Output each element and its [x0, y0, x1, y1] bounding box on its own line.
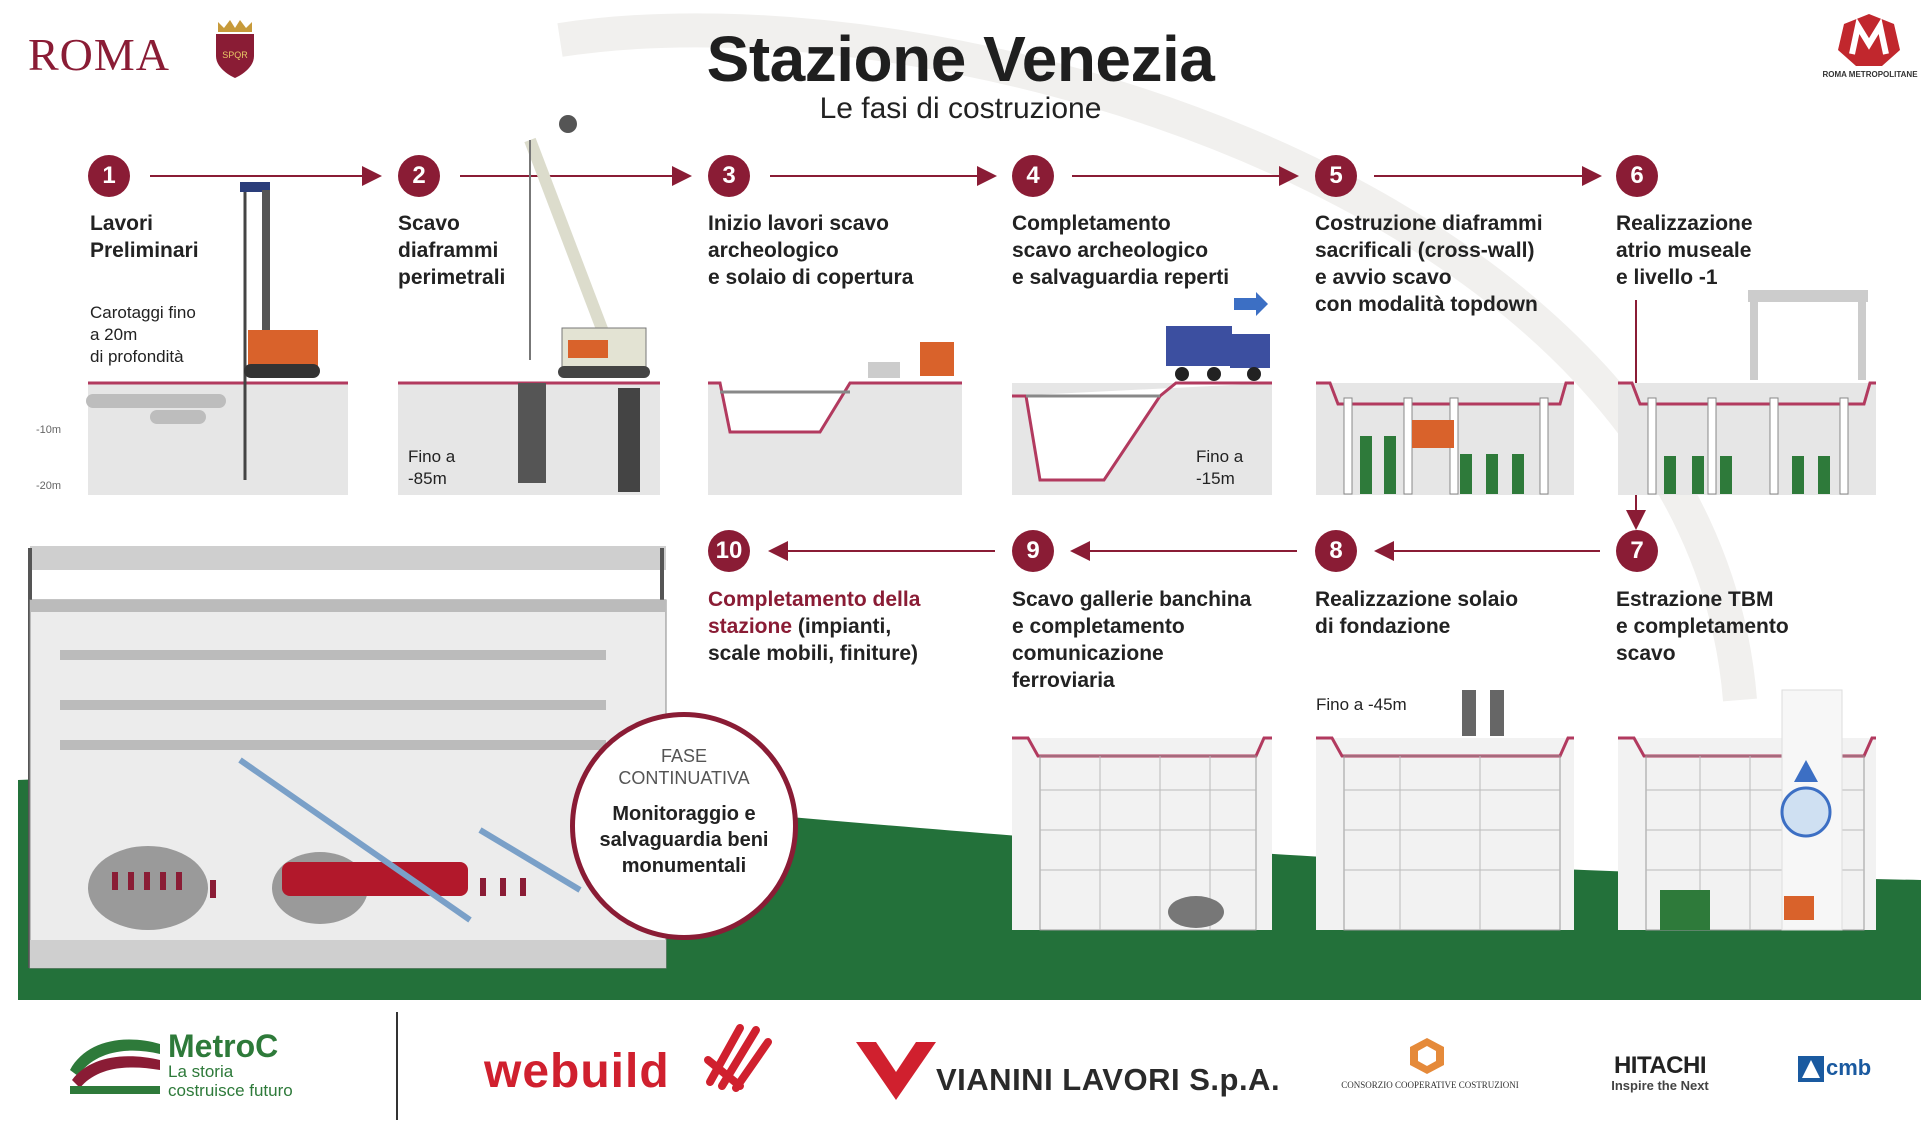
step-number-5: 5: [1315, 155, 1357, 197]
cmb-mark-icon: [1798, 1056, 1824, 1082]
cmb-logo-text: cmb: [1826, 1055, 1872, 1080]
step-label-1: Lavori Preliminari: [90, 212, 199, 262]
page-title: Stazione Venezia: [706, 23, 1215, 95]
vianini-logo-text: VIANINI LAVORI S.p.A.: [936, 1062, 1281, 1097]
roma-crest-icon: SPQR: [216, 20, 254, 78]
step-number-6: 6: [1616, 155, 1658, 197]
step-label-2: Scavo diaframmi perimetrali: [398, 212, 506, 289]
step-note-4: Fino a -15m: [1196, 447, 1244, 488]
svg-text:SPQR: SPQR: [222, 50, 248, 60]
step-label-10-accent: Completamento della stazione: [708, 588, 921, 638]
step-number-1: 1: [88, 155, 130, 197]
vianini-mark-icon: [856, 1042, 936, 1100]
metroc-logo-icon: [70, 1039, 160, 1094]
roma-metropolitane-text: ROMA METROPOLITANE: [1822, 70, 1918, 79]
step-number-4: 4: [1012, 155, 1054, 197]
consorzio-mark-icon: [1410, 1038, 1444, 1074]
metroc-name: MetroC: [168, 1028, 279, 1064]
step-label-9: Scavo gallerie banchina e completamento …: [1012, 588, 1252, 692]
step-number-2: 2: [398, 155, 440, 197]
hitachi-logo-text: HITACHI: [1613, 1052, 1707, 1079]
webuild-mark-icon: [704, 1024, 772, 1092]
continuous-phase-heading: FASE CONTINUATIVA: [618, 746, 750, 788]
step-label-10-rest: (impianti, scale mobili, finiture): [708, 615, 919, 665]
page-subtitle: Le fasi di costruzione: [819, 92, 1102, 125]
step-number-3: 3: [708, 155, 750, 197]
step-note-2: Fino a -85m: [408, 447, 456, 488]
step-note-8: Fino a -45m: [1316, 695, 1407, 714]
continuous-phase-text: Monitoraggio e salvaguardia beni monumen…: [599, 803, 769, 877]
step-label-4: Completamento scavo archeologico e salva…: [1012, 212, 1230, 289]
step-number-9: 9: [1012, 530, 1054, 572]
consorzio-logo-text: CONSORZIO COOPERATIVE COSTRUZIONI: [1341, 1080, 1519, 1090]
metroc-tagline: La storia costruisce futuro: [168, 1062, 293, 1100]
depth-marker-10m: -10m: [36, 424, 62, 436]
step-8-illustration: [1316, 690, 1574, 931]
step-label-5: Costruzione diaframmi sacrificali (cross…: [1315, 212, 1543, 316]
footer-divider: [396, 1012, 398, 1120]
hitachi-tagline: Inspire the Next: [1611, 1078, 1709, 1093]
step-label-3: Inizio lavori scavo archeologico e solai…: [708, 212, 914, 289]
step-number-10: 10: [708, 530, 750, 572]
continuous-phase-badge: FASE CONTINUATIVA Monitoraggio e salvagu…: [570, 712, 798, 940]
step-number-8: 8: [1315, 530, 1357, 572]
step-7-illustration: [1618, 689, 1876, 931]
webuild-logo-text: webuild: [484, 1045, 670, 1098]
step-9-illustration: [1012, 736, 1272, 931]
depth-marker-20m: -20m: [36, 480, 62, 492]
station-cross-section: [28, 546, 667, 969]
roma-logo-text: ROMA: [28, 29, 171, 80]
step-label-7: Estrazione TBM e completamento scavo: [1616, 588, 1789, 665]
step-note-1: Carotaggi fino a 20m di profondità: [90, 303, 196, 366]
step-number-7: 7: [1616, 530, 1658, 572]
step-label-8: Realizzazione solaio di fondazione: [1315, 588, 1519, 638]
step-label-6: Realizzazione atrio museale e livello -1: [1616, 212, 1753, 289]
step-label-10: Completamento della stazione (impianti, …: [708, 586, 920, 667]
roma-metropolitane-icon: [1838, 14, 1900, 66]
